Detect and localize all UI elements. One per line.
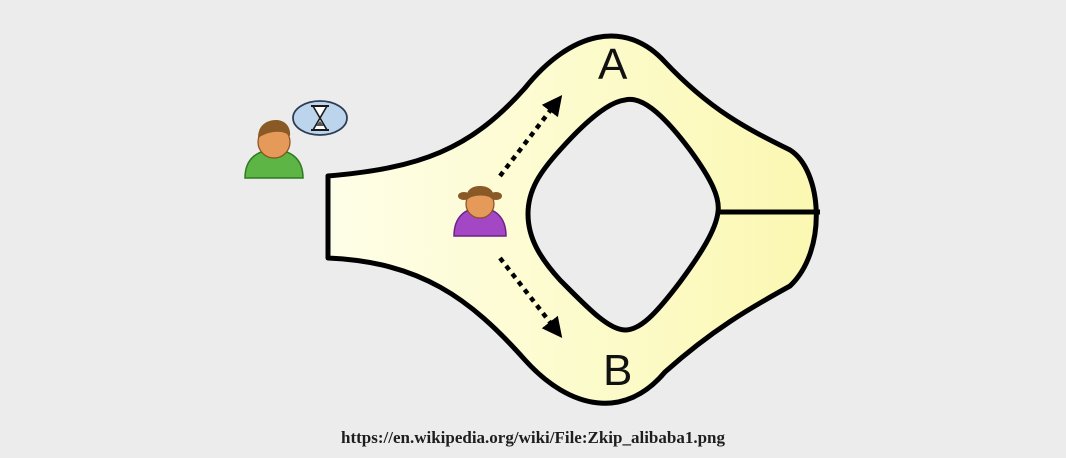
source-caption: https://en.wikipedia.org/wiki/File:Zkip_…	[340, 428, 725, 447]
path-label-a: A	[598, 40, 628, 89]
cave-inner-rock	[525, 96, 721, 333]
person-girl-icon	[453, 186, 507, 237]
hourglass-icon	[292, 100, 348, 136]
person-icon	[244, 120, 304, 179]
path-label-b: B	[603, 346, 632, 395]
